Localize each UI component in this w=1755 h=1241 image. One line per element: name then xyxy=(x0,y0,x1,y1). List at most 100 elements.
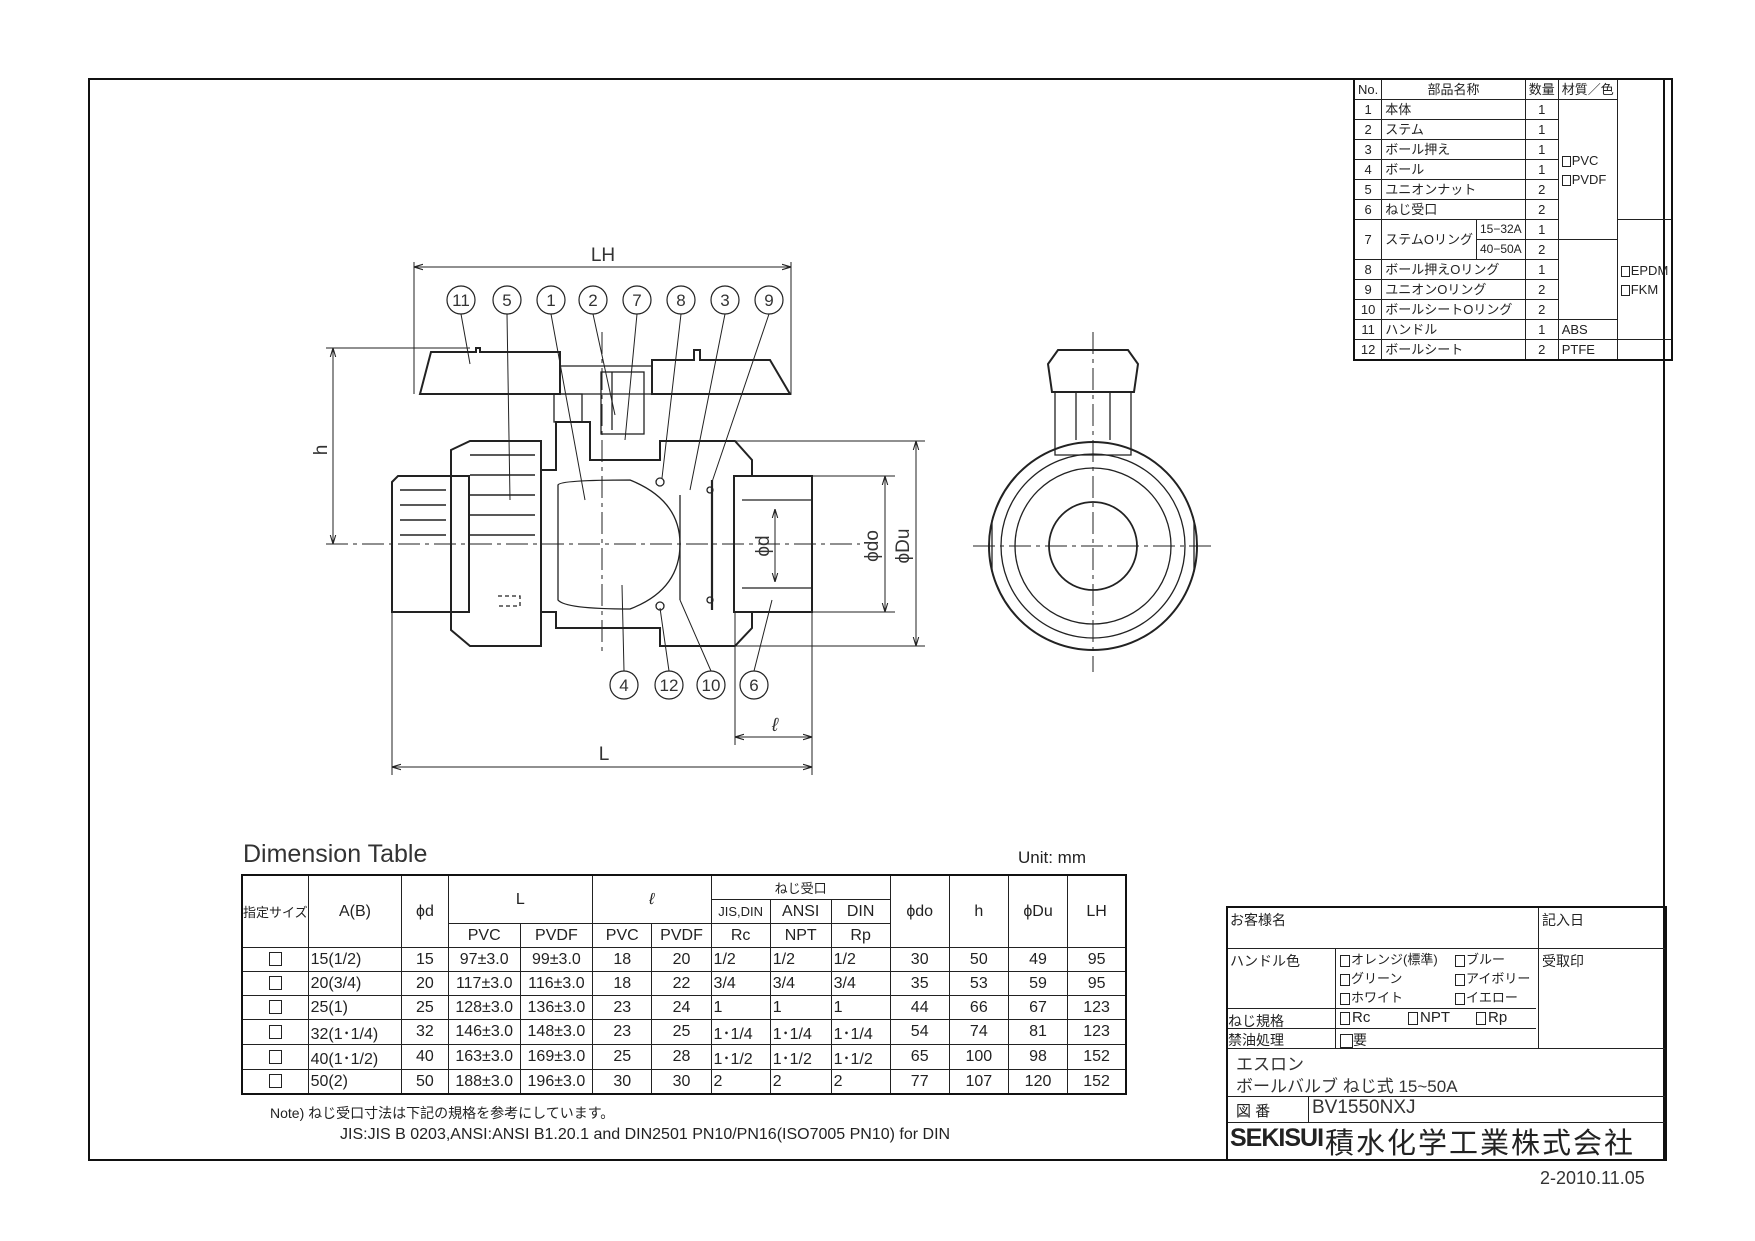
header-npt: NPT xyxy=(769,923,832,948)
cell-l-pvc: 30 xyxy=(591,1069,653,1095)
cell-l-pvc: 25 xyxy=(591,1044,653,1070)
checkbox[interactable] xyxy=(1455,954,1465,967)
cell-lh: 152 xyxy=(1067,1044,1127,1070)
cell-do: 35 xyxy=(889,971,950,996)
checkbox[interactable] xyxy=(1620,265,1630,277)
handle-color-label: ハンドル色 xyxy=(1230,953,1300,969)
cell-l-pvdf: 20 xyxy=(651,947,712,972)
material-option-label: EPDM xyxy=(1630,262,1669,278)
header-din: DIN xyxy=(830,899,891,924)
oil-free-label: 禁油処理 xyxy=(1228,1032,1284,1048)
handle-color-option[interactable]: アイボリー xyxy=(1455,969,1535,988)
size-checkbox[interactable] xyxy=(268,1049,282,1064)
part-name: ステム xyxy=(1381,119,1526,140)
header-L: L xyxy=(447,874,593,924)
dimension-lines xyxy=(326,262,925,775)
cell-h: 107 xyxy=(948,1069,1009,1095)
handle-color-label: ブルー xyxy=(1466,952,1506,967)
checkbox[interactable] xyxy=(1408,1011,1418,1025)
cell-lh: 95 xyxy=(1067,947,1127,972)
material-option[interactable]: PTFE xyxy=(1562,340,1614,359)
cell-l-pvdf: 196±3.0 xyxy=(519,1069,593,1095)
header-ansi: ANSI xyxy=(769,899,832,924)
material-option[interactable]: EPDM xyxy=(1620,261,1669,280)
cell-l-pvc: 23 xyxy=(591,1019,653,1045)
handle-color-option[interactable]: オレンジ(標準) xyxy=(1340,950,1455,969)
part-balloon-10 xyxy=(696,670,726,700)
dimension-table: 指定サイズ A(B) ϕd L ℓ ねじ受口 ϕdo h ϕDu LH JIS,… xyxy=(241,874,1127,1095)
material-option[interactable]: FKM xyxy=(1620,280,1669,299)
checkbox[interactable] xyxy=(1561,155,1571,167)
dim-label-LH: LH xyxy=(591,245,615,266)
checkbox[interactable] xyxy=(1620,284,1630,296)
checkbox[interactable] xyxy=(1455,973,1465,986)
checkbox[interactable] xyxy=(1340,973,1350,986)
cell-ab: 32(1･1/4) xyxy=(307,1019,403,1045)
material-option-label: FKM xyxy=(1630,281,1659,297)
parts-header-row: No.部品名称数量材質／色 xyxy=(1353,78,1672,100)
header-L-pvdf: PVDF xyxy=(519,923,593,948)
cell-ab: 50(2) xyxy=(307,1069,403,1095)
side-view xyxy=(973,332,1215,672)
handle-color-label: グリーン xyxy=(1351,971,1403,986)
size-checkbox[interactable] xyxy=(268,1024,282,1039)
part-balloon-1 xyxy=(536,285,566,315)
header-h: h xyxy=(948,874,1009,948)
checkbox[interactable] xyxy=(1340,992,1350,1005)
size-checkbox[interactable] xyxy=(268,952,282,967)
thread-option[interactable]: Rc xyxy=(1340,1009,1408,1026)
checkbox[interactable] xyxy=(1455,992,1465,1005)
part-balloon-2 xyxy=(578,285,608,315)
cell-l-pvdf: 28 xyxy=(651,1044,712,1070)
handle-color-option[interactable]: イエロー xyxy=(1455,988,1535,1007)
part-name: ねじ受口 xyxy=(1381,199,1526,220)
cell-lh: 152 xyxy=(1067,1069,1127,1095)
part-qty: 2 xyxy=(1524,199,1559,220)
header-d: ϕd xyxy=(401,874,449,948)
cell-h: 66 xyxy=(948,995,1009,1020)
handle-color-option[interactable]: ホワイト xyxy=(1340,988,1455,1007)
part-balloon-6 xyxy=(739,670,769,700)
thread-option[interactable]: NPT xyxy=(1408,1009,1476,1026)
revision-date: 2-2010.11.05 xyxy=(1540,1168,1645,1188)
handle-color-option[interactable]: グリーン xyxy=(1340,969,1455,988)
material-option[interactable]: ABS xyxy=(1562,320,1614,339)
size-checkbox[interactable] xyxy=(268,1000,282,1015)
oil-free-option-label: 要 xyxy=(1353,1032,1367,1048)
checkbox[interactable] xyxy=(1476,1011,1486,1025)
cell-do: 77 xyxy=(889,1069,950,1095)
header-rp: Rp xyxy=(830,923,891,948)
checkbox[interactable] xyxy=(1561,174,1571,186)
checkbox[interactable] xyxy=(1340,1011,1350,1025)
material-option[interactable]: PVDF xyxy=(1561,170,1614,189)
cell-rp: 1/2 xyxy=(830,947,891,972)
checkbox[interactable] xyxy=(1340,1034,1353,1049)
part-qty: 1 xyxy=(1524,319,1559,340)
material-options: PVC PVDF xyxy=(1557,99,1618,240)
material-option-label: PVDF xyxy=(1571,171,1607,187)
cell-npt: 1/2 xyxy=(769,947,832,972)
thread-option[interactable]: Rp xyxy=(1476,1009,1544,1026)
dimension-table-title: Dimension Table xyxy=(243,840,428,868)
material-option-label: PVC xyxy=(1571,152,1599,168)
customer-name-label: お客様名 xyxy=(1230,912,1286,928)
oil-free-option[interactable]: 要 xyxy=(1340,1030,1367,1050)
checkbox[interactable] xyxy=(1340,954,1350,967)
handle-color-option[interactable]: ブルー xyxy=(1455,950,1535,969)
part-qty: 1 xyxy=(1524,259,1559,280)
dim-label-L: L xyxy=(599,744,610,765)
cell-rc: 2 xyxy=(710,1069,771,1095)
cell-l-pvc: 188±3.0 xyxy=(447,1069,521,1095)
cell-l-pvdf: 148±3.0 xyxy=(519,1019,593,1045)
part-balloon-5 xyxy=(492,285,522,315)
header-L-pvc: PVC xyxy=(447,923,521,948)
size-checkbox[interactable] xyxy=(268,1074,282,1089)
material-option[interactable]: PVC xyxy=(1561,151,1614,170)
size-checkbox[interactable] xyxy=(268,976,282,991)
